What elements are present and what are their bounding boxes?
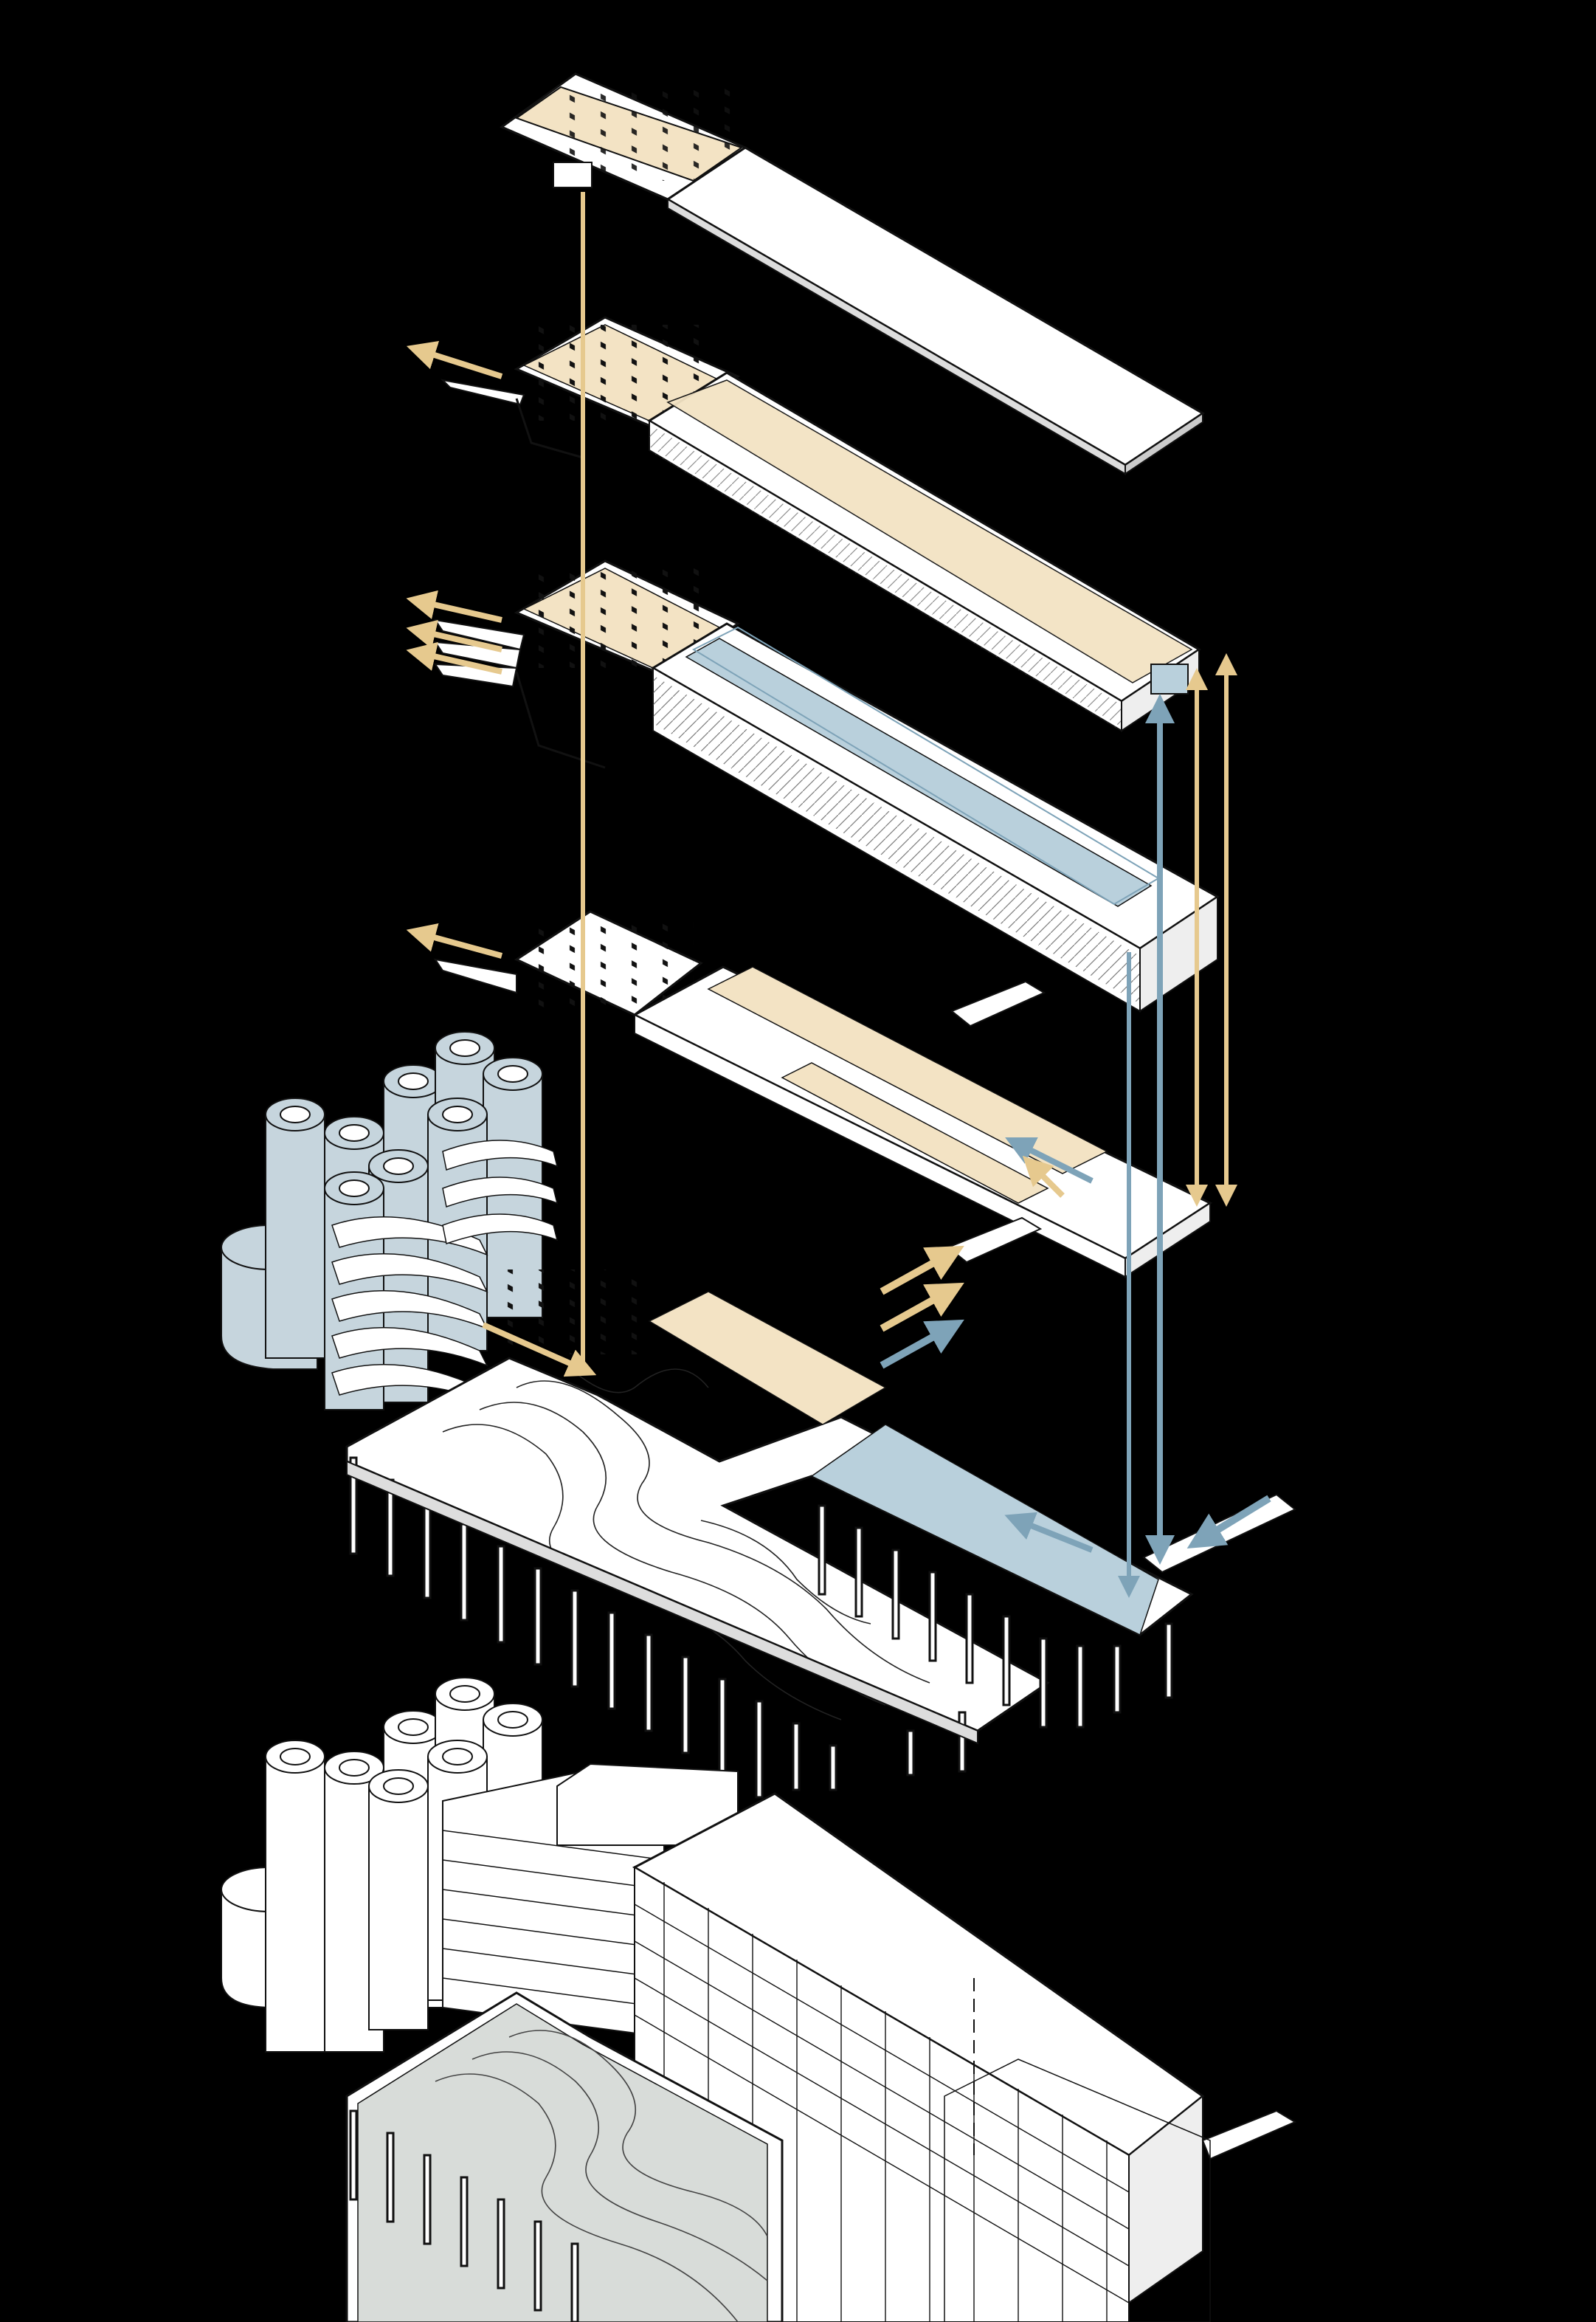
level3-exit-arrow-3 bbox=[406, 641, 502, 675]
level3-exit-arrow-1 bbox=[406, 590, 502, 623]
level2-exit-arrow bbox=[406, 923, 503, 959]
entry-arrow-blue-2 bbox=[1186, 1495, 1271, 1549]
roof-level-exit-arrow bbox=[406, 341, 503, 379]
layer-assembled-building bbox=[221, 1677, 1297, 2322]
level3-exit-arrow-2 bbox=[406, 619, 502, 652]
level3-arrow-tan bbox=[1022, 1155, 1065, 1198]
circulation-arrows bbox=[406, 192, 1271, 1598]
layer-silos-blue bbox=[221, 1031, 559, 1410]
ground-entry-arrow-tan bbox=[482, 1322, 597, 1377]
layer-ground-deck bbox=[345, 1269, 1296, 1799]
layer-level-2 bbox=[433, 910, 1213, 1278]
entry-arrow-tan-2 bbox=[880, 1282, 964, 1332]
layer-roof bbox=[499, 72, 1205, 475]
entry-arrow-tan-1 bbox=[880, 1245, 964, 1295]
ground-arrow-blue bbox=[1004, 1512, 1094, 1553]
layer-level-3 bbox=[433, 559, 1220, 1027]
layer-level-4 bbox=[441, 316, 1201, 732]
level3-arrow-blue bbox=[1005, 1137, 1094, 1184]
entry-arrow-blue-1 bbox=[880, 1319, 964, 1369]
